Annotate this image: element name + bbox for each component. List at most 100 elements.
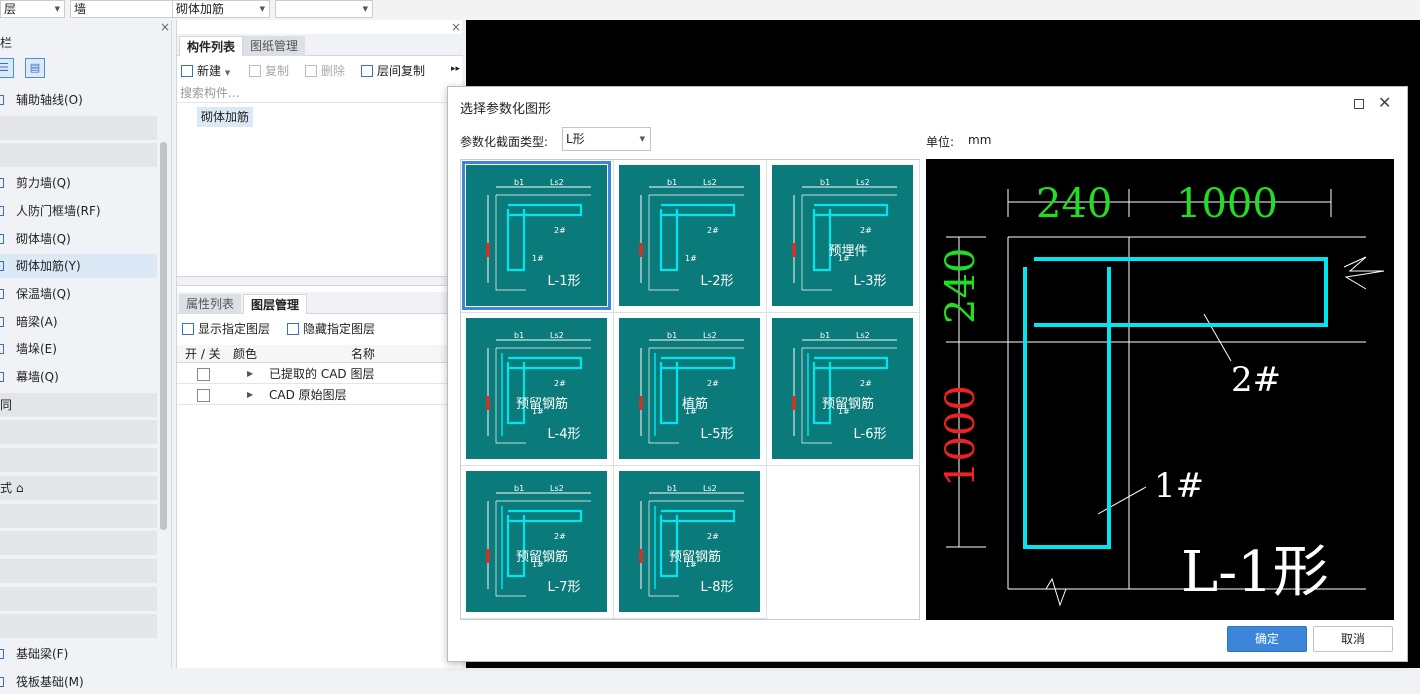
component-icon [0, 233, 4, 244]
category-combo[interactable]: 墙▼ [70, 0, 196, 18]
close-icon[interactable]: × [160, 20, 171, 34]
more-icon[interactable]: ▸▸ [451, 64, 461, 74]
floor-copy-button[interactable]: 层间复制 [361, 62, 425, 80]
layer-toggle-checkbox[interactable] [197, 368, 210, 381]
tree-item[interactable]: 砌体墙(Q) [0, 227, 157, 251]
tab-drawing-management[interactable]: 图纸管理 [243, 36, 306, 56]
close-icon[interactable]: ✕ [1378, 93, 1392, 112]
tree-group[interactable] [0, 115, 157, 140]
tree-item[interactable]: 暗梁(A) [0, 310, 157, 334]
top-toolbar: 层▼ 墙▼ 砌体加筋▼ ▼ [0, 0, 1420, 20]
column-color: 颜色 [233, 347, 258, 361]
dim-ls2-label: 1000 [1176, 181, 1278, 227]
shape-name-label: L-5形 [701, 427, 734, 442]
tree-item[interactable]: 砌体加筋(Y) [0, 254, 157, 279]
tree-group[interactable] [0, 420, 157, 445]
tree-item[interactable]: 辅助轴线(O) [0, 88, 157, 112]
layer-toggle-checkbox[interactable] [197, 389, 210, 402]
svg-text:2#: 2# [554, 379, 566, 388]
tree-item[interactable]: 人防门框墙(RF) [0, 199, 157, 223]
component-icon [0, 178, 4, 189]
close-icon[interactable]: × [451, 20, 462, 34]
tree-item[interactable]: 基础梁(F) [0, 642, 157, 666]
new-button[interactable]: 新建 ▼ [181, 62, 230, 82]
section-type-select[interactable]: L形▼ [562, 127, 651, 151]
tree-group[interactable] [0, 531, 157, 556]
cancel-button[interactable]: 取消 [1313, 626, 1393, 652]
svg-text:Ls2: Ls2 [703, 331, 717, 340]
tree-item[interactable]: 剪力墙(Q) [0, 171, 157, 195]
tree-group[interactable] [0, 558, 157, 583]
svg-text:b1: b1 [820, 331, 830, 340]
tree-item[interactable]: 幕墙(Q) [0, 365, 157, 389]
shape-name-label: L-1形 [1181, 540, 1329, 605]
delete-button[interactable]: 删除 [305, 62, 345, 80]
hide-layer-label: 隐藏指定图层 [303, 322, 376, 336]
tree-item-label: 暗梁(A) [16, 314, 58, 329]
scrollbar[interactable] [160, 142, 167, 530]
show-layer-button[interactable]: 显示指定图层 [182, 320, 270, 338]
component-type-combo[interactable]: 砌体加筋▼ [172, 0, 270, 18]
component-combo[interactable]: ▼ [275, 0, 373, 18]
component-icon [0, 316, 4, 327]
tree-group[interactable] [0, 143, 157, 168]
shape-extra-label: 预留钢筋 [516, 396, 568, 412]
tree-item[interactable]: 墙垛(E) [0, 337, 157, 361]
panel-divider[interactable] [177, 276, 463, 286]
table-row[interactable]: ▶ CAD 原始图层 [177, 385, 463, 405]
tree-item-label: 筏板基础(M) [16, 674, 84, 689]
tab-property-list[interactable]: 属性列表 [179, 294, 242, 314]
tree-item[interactable]: 筏板基础(M) [0, 670, 157, 694]
navigation-panel: × 栏 ☰ ▤ 辅助轴线(O)剪力墙(Q)人防门框墙(RF)砌体墙(Q)砌体加筋… [0, 20, 172, 689]
tree-group[interactable]: 式 ⌂ [0, 475, 157, 500]
tree-item[interactable]: 保温墙(Q) [0, 282, 157, 306]
tree-group[interactable] [0, 614, 157, 639]
layer-name: CAD 原始图层 [269, 388, 347, 402]
tab-layer-management[interactable]: 图层管理 [243, 294, 308, 314]
component-icon [0, 288, 4, 299]
search-input[interactable]: 搜索构件... [177, 83, 463, 103]
svg-text:2#: 2# [554, 532, 566, 541]
ok-button[interactable]: 确定 [1227, 626, 1307, 652]
svg-text:2#: 2# [860, 226, 872, 235]
tab-component-list[interactable]: 构件列表 [179, 36, 244, 56]
maximize-icon[interactable] [1354, 99, 1364, 109]
list-view-icon[interactable]: ☰ [0, 58, 14, 78]
svg-text:1#: 1# [838, 407, 850, 416]
hide-layer-button[interactable]: 隐藏指定图层 [287, 320, 375, 338]
expand-icon[interactable]: ▶ [247, 390, 254, 399]
floor-combo[interactable]: 层▼ [0, 0, 65, 18]
expand-icon[interactable]: ▶ [247, 369, 254, 378]
table-row[interactable]: ▶ 已提取的 CAD 图层 [177, 364, 463, 384]
svg-text:1#: 1# [532, 254, 544, 263]
tree-group[interactable] [0, 448, 157, 473]
svg-text:b1: b1 [514, 178, 524, 187]
tree-group[interactable]: 同 [0, 392, 157, 417]
component-list-item[interactable]: 砌体加筋 [197, 107, 254, 127]
tree-group[interactable] [0, 503, 157, 528]
copy-button[interactable]: 复制 [249, 62, 289, 80]
tree-group[interactable] [0, 586, 157, 611]
preview-drawing: 240 1000 240 1000 2# 1# L-1形 [938, 181, 1385, 607]
detail-view-icon[interactable]: ▤ [25, 58, 45, 78]
copy-label: 复制 [265, 64, 290, 78]
